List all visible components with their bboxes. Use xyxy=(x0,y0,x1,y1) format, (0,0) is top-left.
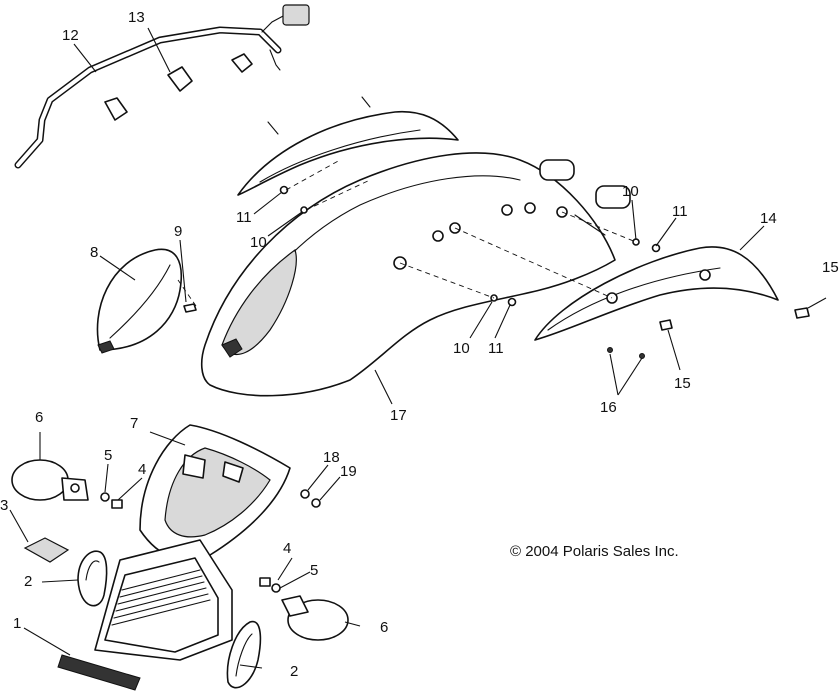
nut-16a xyxy=(607,347,613,353)
callout-10-upper: 10 xyxy=(250,234,267,251)
callout-17: 17 xyxy=(390,407,407,424)
side-reflector-right xyxy=(226,620,262,689)
connector-clip xyxy=(167,66,193,92)
callout-5-left: 5 xyxy=(104,447,112,464)
callout-11-upper: 11 xyxy=(236,209,252,226)
copyright-notice: © 2004 Polaris Sales Inc. xyxy=(510,543,679,560)
side-reflector-left xyxy=(77,550,108,607)
reflector-grille xyxy=(111,569,211,626)
callout-3: 3 xyxy=(0,497,8,514)
callout-2-right: 2 xyxy=(290,663,298,680)
callout-11-right: 11 xyxy=(672,203,688,220)
connector-clip xyxy=(104,97,128,121)
turn-signal-right xyxy=(281,595,349,641)
upper-fender-trim xyxy=(237,96,459,196)
callout-19: 19 xyxy=(340,463,357,480)
nut-11c xyxy=(651,243,661,253)
callout-7: 7 xyxy=(130,415,138,432)
callout-11-lower: 11 xyxy=(488,340,504,357)
callout-12: 12 xyxy=(62,27,79,44)
callout-9: 9 xyxy=(174,223,182,240)
washer-5a xyxy=(100,492,110,502)
wiring-harness xyxy=(14,4,310,169)
nut-11a xyxy=(279,185,289,195)
callout-16: 16 xyxy=(600,399,617,416)
callout-4-right: 4 xyxy=(283,540,291,557)
rear-fender xyxy=(200,152,631,397)
turn-signal-left xyxy=(11,459,89,501)
small-reflector xyxy=(23,537,70,563)
bolt-15b xyxy=(794,307,810,319)
washer-5b xyxy=(271,583,281,593)
washer-19 xyxy=(311,498,321,508)
nut-4b xyxy=(259,577,271,587)
callout-15-right: 15 xyxy=(822,259,839,276)
callout-6-left: 6 xyxy=(35,409,43,426)
nut-18 xyxy=(300,489,310,499)
connector-clip xyxy=(231,53,253,73)
bolt-15a xyxy=(659,319,673,331)
nut-4a xyxy=(111,499,123,509)
license-plate-bracket xyxy=(94,539,233,661)
callout-18: 18 xyxy=(323,449,340,466)
callout-10-right: 10 xyxy=(622,183,639,200)
callout-2-left: 2 xyxy=(24,573,32,590)
leader-lines xyxy=(9,27,827,669)
side-rail-trim xyxy=(534,246,779,341)
callout-5-right: 5 xyxy=(310,562,318,579)
callout-15-lower: 15 xyxy=(674,375,691,392)
connector-plug xyxy=(282,4,310,26)
nut-16b xyxy=(639,353,645,359)
callout-6-right: 6 xyxy=(380,619,388,636)
screw-9 xyxy=(183,303,197,313)
nut-11b xyxy=(507,297,517,307)
callout-labels: 1 2 2 3 4 4 5 5 6 6 7 8 9 10 10 10 11 11… xyxy=(0,9,839,680)
callout-13: 13 xyxy=(128,9,145,26)
callout-1: 1 xyxy=(13,615,21,632)
callout-8: 8 xyxy=(90,244,98,261)
callout-4-left: 4 xyxy=(138,461,146,478)
assembly-guides xyxy=(177,159,637,307)
callout-14: 14 xyxy=(760,210,777,227)
callout-10-lower: 10 xyxy=(453,340,470,357)
side-cover xyxy=(96,248,182,354)
taillight-housing xyxy=(139,424,291,561)
license-plate-strip xyxy=(57,654,141,691)
